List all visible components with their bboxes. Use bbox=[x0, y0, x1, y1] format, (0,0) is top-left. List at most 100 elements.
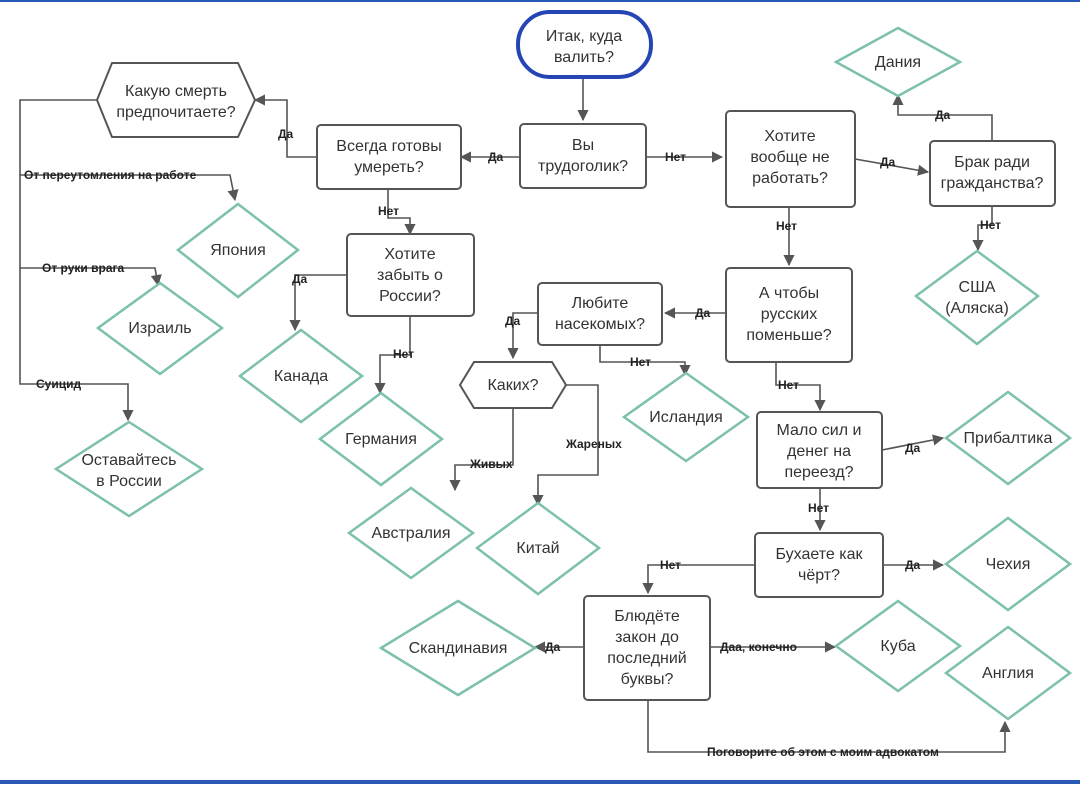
czech-text: Чехия bbox=[986, 556, 1031, 573]
destination-scandinavia: Скандинавия bbox=[378, 599, 538, 697]
death-line1: Какую смерть bbox=[125, 83, 227, 100]
label-yes-denmark: Да bbox=[935, 108, 951, 122]
start-text-line1: Итак, куда bbox=[546, 28, 622, 45]
edge-forget-to-germany bbox=[374, 316, 411, 395]
question-ready-to-die: Всегда готовы умереть? bbox=[316, 124, 462, 190]
marriage-line2: гражданства? bbox=[941, 175, 1044, 192]
frame-top-border bbox=[0, 0, 1080, 2]
edge-notwork-to-marriage bbox=[854, 158, 930, 176]
fewer-line3: поменьше? bbox=[746, 327, 831, 344]
notwork-line1: Хотите bbox=[764, 128, 815, 145]
label-yes-of-course: Даа, конечно bbox=[720, 640, 797, 654]
workaholic-line2: трудоголик? bbox=[538, 158, 628, 175]
label-no-germany: Нет bbox=[393, 347, 414, 361]
which-text: Каких? bbox=[487, 377, 538, 394]
label-yes-marriage: Да bbox=[880, 155, 896, 169]
label-yes-which: Да bbox=[505, 314, 521, 328]
china-text: Китай bbox=[516, 540, 559, 557]
label-lawyer: Поговорите об этом с моим адвокатом bbox=[707, 745, 939, 759]
edge-forget-to-canada bbox=[289, 274, 347, 332]
stay-line1: Оставайтесь bbox=[81, 452, 176, 469]
label-no-law: Нет bbox=[660, 558, 681, 572]
destination-china: Китай bbox=[474, 501, 602, 596]
little-line3: переезд? bbox=[784, 464, 853, 481]
start-text-line2: валить? bbox=[554, 49, 614, 66]
forget-line1: Хотите bbox=[384, 246, 435, 263]
label-no-little: Нет bbox=[778, 378, 799, 392]
notwork-line3: работать? bbox=[752, 170, 828, 187]
label-yes-czech: Да bbox=[905, 558, 921, 572]
fewer-line1: А чтобы bbox=[759, 285, 819, 302]
label-yes-scandinavia: Да bbox=[545, 640, 561, 654]
edge-marriage-to-denmark bbox=[892, 93, 993, 141]
edge-death-to-israel bbox=[19, 175, 162, 287]
label-no-drink: Нет bbox=[808, 501, 829, 515]
edge-insects-to-iceland bbox=[599, 345, 691, 377]
canada-text: Канада bbox=[274, 368, 328, 385]
start-node: Итак, куда валить? bbox=[516, 10, 653, 79]
destination-baltics: Прибалтика bbox=[943, 390, 1073, 486]
label-fried: Жареных bbox=[565, 437, 622, 451]
destination-england: Англия bbox=[943, 625, 1073, 721]
notwork-line2: вообще не bbox=[750, 149, 829, 166]
denmark-text: Дания bbox=[875, 54, 921, 71]
edge-law-to-england bbox=[647, 700, 1011, 753]
edge-labels: Да Да Нет Да Да Нет Нет Нет Да Нет От пе… bbox=[24, 108, 1001, 759]
destination-israel: Израиль bbox=[95, 281, 225, 376]
destination-iceland: Исландия bbox=[621, 371, 751, 463]
question-marriage: Брак ради гражданства? bbox=[929, 140, 1056, 207]
label-no-usa: Нет bbox=[980, 218, 1001, 232]
forget-line3: России? bbox=[379, 288, 441, 305]
edge-marriage-to-usa bbox=[972, 206, 993, 252]
marriage-line1: Брак ради bbox=[954, 154, 1030, 171]
stay-line2: в России bbox=[96, 473, 162, 490]
law-line1: Блюдёте bbox=[614, 608, 680, 625]
edge-ready-to-death bbox=[253, 94, 317, 158]
label-no-iceland: Нет bbox=[630, 355, 651, 369]
label-yes-baltics: Да bbox=[905, 441, 921, 455]
destination-canada: Канада bbox=[237, 328, 365, 424]
label-no-fewer: Нет bbox=[776, 219, 797, 233]
israel-text: Израиль bbox=[128, 320, 191, 337]
germany-text: Германия bbox=[345, 431, 417, 448]
svg-text:США(Аляска): США(Аляска) bbox=[945, 279, 1009, 317]
label-yes-insects: Да bbox=[695, 306, 711, 320]
edge-insects-to-which bbox=[507, 312, 538, 360]
destination-cuba: Куба bbox=[833, 599, 963, 693]
ready-line2: умереть? bbox=[354, 159, 424, 176]
destination-stay: Оставайтесь в России bbox=[53, 420, 205, 518]
destination-japan: Япония bbox=[175, 202, 301, 299]
little-line2: денег на bbox=[787, 443, 851, 460]
usa-line2: (Аляска) bbox=[945, 300, 1009, 317]
destination-usa: США(Аляска) bbox=[913, 249, 1041, 346]
law-line2: закон до bbox=[615, 629, 679, 646]
edge-ready-to-forget bbox=[387, 189, 416, 236]
label-no-notwork: Нет bbox=[665, 150, 686, 164]
edges bbox=[19, 77, 1011, 753]
edge-fewer-to-little bbox=[775, 362, 826, 412]
destination-australia: Австралия bbox=[346, 486, 476, 580]
workaholic-line1: Вы bbox=[572, 137, 594, 154]
destination-czech: Чехия bbox=[943, 516, 1073, 612]
label-alive: Живых bbox=[469, 457, 513, 471]
ready-line1: Всегда готовы bbox=[336, 138, 441, 155]
label-overwork: От переутомления на работе bbox=[24, 168, 197, 182]
insects-line2: насекомых? bbox=[555, 316, 645, 333]
label-no-forget: Нет bbox=[378, 204, 399, 218]
law-line3: последний bbox=[607, 650, 687, 667]
fewer-line2: русских bbox=[761, 306, 817, 323]
destination-germany: Германия bbox=[317, 391, 445, 487]
